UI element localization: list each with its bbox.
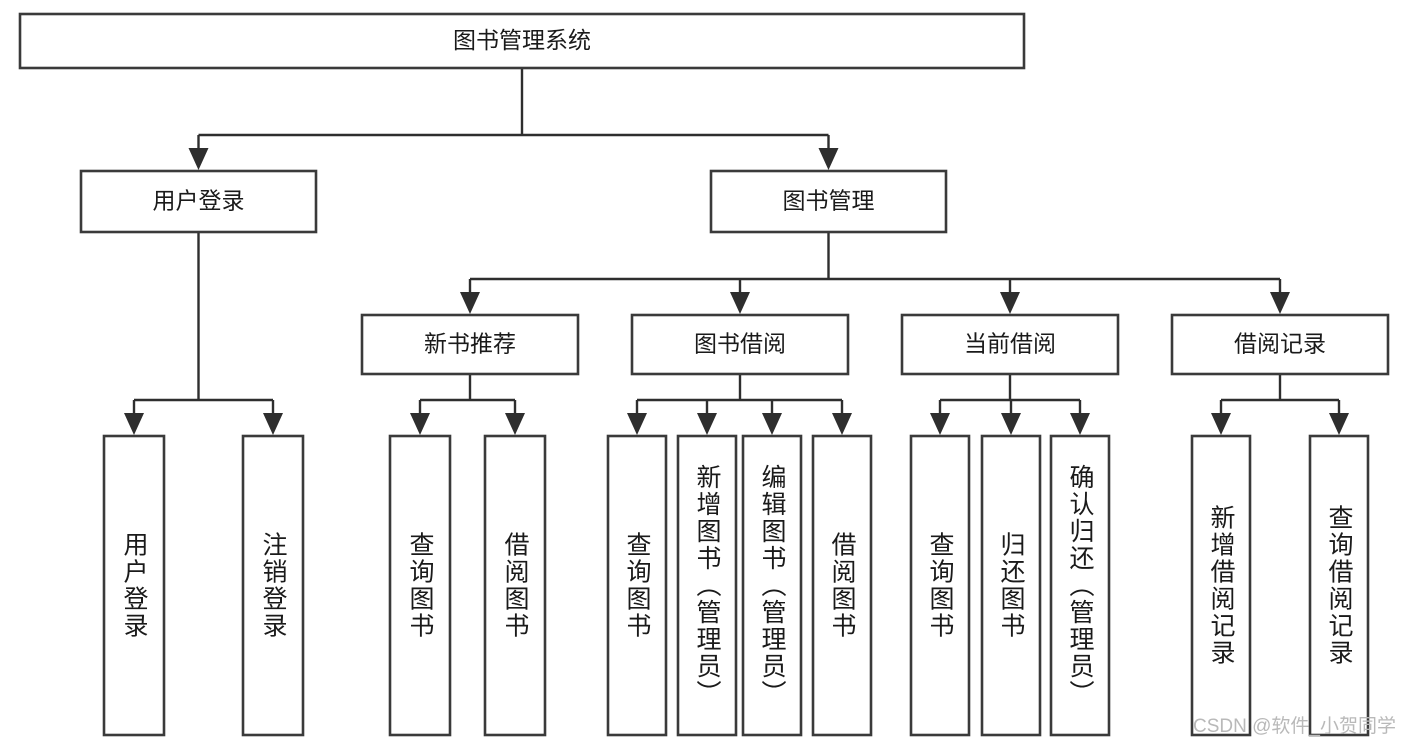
arrow-head-icon: [1001, 413, 1021, 435]
node-label-leaf-borrow-book-1: 借阅图书: [501, 532, 530, 640]
arrow-head-icon: [930, 413, 950, 435]
node-leaf-add-book[interactable]: 新增图书（管理员）: [676, 434, 738, 737]
node-label-leaf-add-borrow-record: 新增借阅记录: [1207, 505, 1236, 667]
node-label-leaf-edit-book: 编辑图书（管理员）: [758, 464, 787, 707]
node-box-borrow-record[interactable]: [1170, 313, 1390, 376]
node-book-borrow[interactable]: 图书借阅: [630, 313, 850, 376]
node-label-leaf-return-book: 归还图书: [997, 532, 1026, 640]
node-box-new-book-recommend[interactable]: [360, 313, 580, 376]
arrow-head-icon: [460, 292, 480, 314]
node-leaf-query-book-1[interactable]: 查询图书: [388, 434, 452, 737]
node-book-manage[interactable]: 图书管理: [709, 169, 948, 234]
node-box-user-login[interactable]: [79, 169, 318, 234]
arrow-head-icon: [627, 413, 647, 435]
node-leaf-return-book[interactable]: 归还图书: [980, 434, 1042, 737]
node-current-borrow[interactable]: 当前借阅: [900, 313, 1120, 376]
arrow-head-icon: [762, 413, 782, 435]
node-box-current-borrow[interactable]: [900, 313, 1120, 376]
node-label-root: 图书管理系统: [453, 27, 591, 53]
node-box-leaf-borrow-book-2[interactable]: [811, 434, 873, 737]
node-label-book-borrow: 图书借阅: [694, 331, 786, 357]
node-box-root[interactable]: [18, 12, 1026, 70]
connector-group: [188, 68, 839, 170]
connector-layer: [124, 68, 1349, 435]
node-leaf-query-book-3[interactable]: 查询图书: [909, 434, 971, 737]
node-leaf-edit-book[interactable]: 编辑图书（管理员）: [741, 434, 803, 737]
node-box-leaf-return-book[interactable]: [980, 434, 1042, 737]
node-label-leaf-logout: 注销登录: [259, 532, 288, 640]
node-box-leaf-query-borrow-record[interactable]: [1308, 434, 1370, 737]
node-box-leaf-edit-book[interactable]: [741, 434, 803, 737]
connector-group: [930, 374, 1090, 435]
node-box-leaf-logout[interactable]: [241, 434, 305, 737]
node-label-book-manage: 图书管理: [783, 188, 875, 214]
arrow-head-icon: [697, 413, 717, 435]
arrow-head-icon: [730, 292, 750, 314]
arrow-head-icon: [1211, 413, 1231, 435]
node-label-leaf-query-book-3: 查询图书: [926, 532, 955, 640]
node-leaf-query-borrow-record[interactable]: 查询借阅记录: [1308, 434, 1370, 737]
node-label-leaf-add-book: 新增图书（管理员）: [693, 464, 722, 707]
node-box-leaf-user-login[interactable]: [102, 434, 166, 737]
node-label-leaf-user-login: 用户登录: [120, 532, 149, 640]
node-new-book-recommend[interactable]: 新书推荐: [360, 313, 580, 376]
arrow-head-icon: [1270, 292, 1290, 314]
node-label-new-book-recommend: 新书推荐: [424, 331, 516, 357]
node-label-leaf-query-book-2: 查询图书: [623, 532, 652, 640]
node-borrow-record[interactable]: 借阅记录: [1170, 313, 1390, 376]
node-label-leaf-query-book-1: 查询图书: [406, 532, 435, 640]
node-box-leaf-borrow-book-1[interactable]: [483, 434, 547, 737]
node-leaf-borrow-book-1[interactable]: 借阅图书: [483, 434, 547, 737]
node-label-current-borrow: 当前借阅: [964, 331, 1056, 357]
arrow-head-icon: [1000, 292, 1020, 314]
arrow-head-icon: [124, 413, 144, 435]
arrow-head-icon: [1329, 413, 1349, 435]
node-label-user-login: 用户登录: [153, 188, 245, 214]
node-box-book-manage[interactable]: [709, 169, 948, 234]
node-box-leaf-add-borrow-record[interactable]: [1190, 434, 1252, 737]
arrow-head-icon: [505, 413, 525, 435]
node-user-login[interactable]: 用户登录: [79, 169, 318, 234]
node-box-leaf-add-book[interactable]: [676, 434, 738, 737]
node-leaf-user-login[interactable]: 用户登录: [102, 434, 166, 737]
node-leaf-borrow-book-2[interactable]: 借阅图书: [811, 434, 873, 737]
arrow-head-icon: [1070, 413, 1090, 435]
connector-group: [410, 374, 525, 435]
arrow-head-icon: [410, 413, 430, 435]
node-box-book-borrow[interactable]: [630, 313, 850, 376]
connector-group: [460, 232, 1290, 314]
node-box-leaf-query-book-3[interactable]: [909, 434, 971, 737]
node-layer: 图书管理系统用户登录图书管理新书推荐图书借阅当前借阅借阅记录用户登录注销登录查询…: [18, 12, 1390, 737]
connector-group: [124, 232, 283, 435]
connector-group: [1211, 374, 1349, 435]
csdn-watermark: CSDN @软件_小贺同学: [1193, 715, 1396, 737]
node-box-leaf-confirm-return[interactable]: [1049, 434, 1111, 737]
node-leaf-confirm-return[interactable]: 确认归还（管理员）: [1049, 434, 1111, 737]
arrow-head-icon: [818, 148, 839, 170]
node-box-leaf-query-book-1[interactable]: [388, 434, 452, 737]
node-leaf-add-borrow-record[interactable]: 新增借阅记录: [1190, 434, 1252, 737]
node-label-leaf-query-borrow-record: 查询借阅记录: [1325, 505, 1354, 667]
arrow-head-icon: [188, 148, 209, 170]
node-label-borrow-record: 借阅记录: [1234, 331, 1326, 357]
node-leaf-query-book-2[interactable]: 查询图书: [606, 434, 668, 737]
node-label-leaf-confirm-return: 确认归还（管理员）: [1066, 464, 1095, 707]
node-leaf-logout[interactable]: 注销登录: [241, 434, 305, 737]
node-root[interactable]: 图书管理系统: [18, 12, 1026, 70]
node-label-leaf-borrow-book-2: 借阅图书: [828, 532, 857, 640]
connector-group: [627, 374, 852, 435]
node-box-leaf-query-book-2[interactable]: [606, 434, 668, 737]
arrow-head-icon: [832, 413, 852, 435]
arrow-head-icon: [263, 413, 283, 435]
